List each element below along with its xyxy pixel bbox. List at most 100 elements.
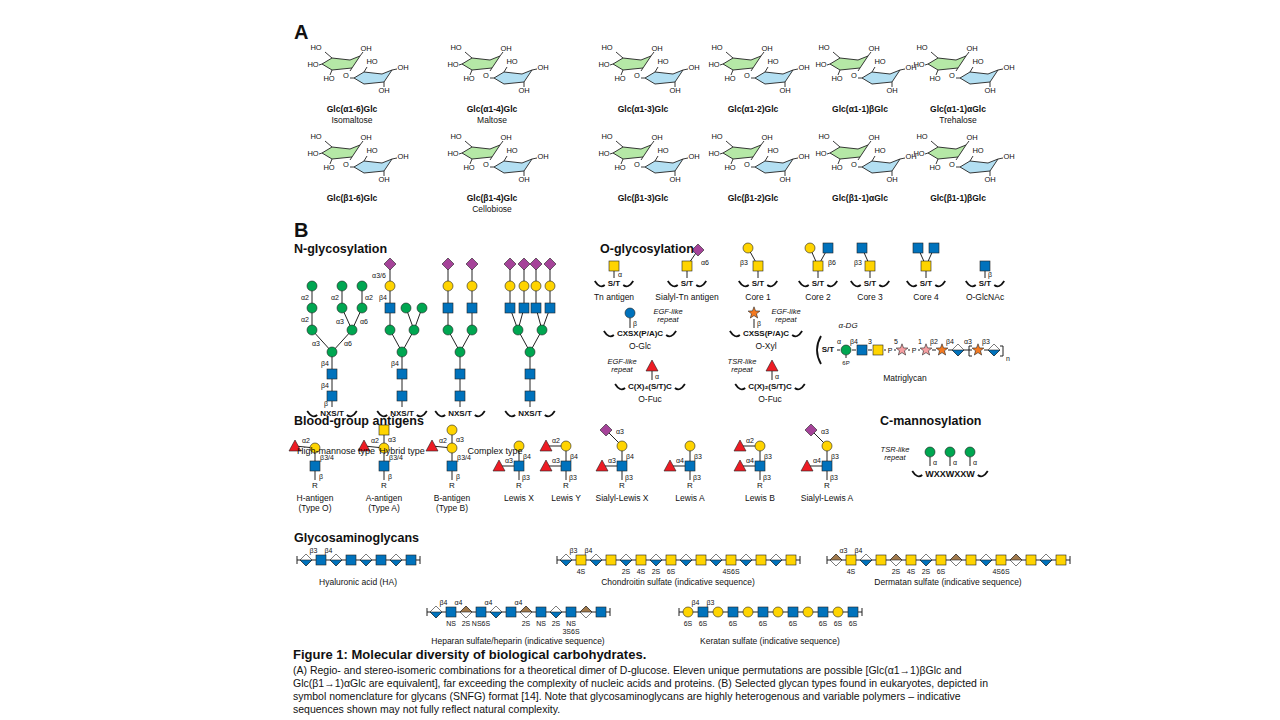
xyl-symbol — [972, 344, 984, 355]
atom-label: OH — [1003, 153, 1014, 161]
idoa-half — [890, 554, 902, 560]
glca-symbol — [710, 554, 722, 566]
linkage-label: α4 — [485, 599, 493, 606]
atom-label: OH — [966, 134, 977, 142]
bond-line — [427, 608, 428, 616]
bond-line — [838, 70, 840, 75]
idoa-symbol — [830, 554, 842, 566]
atom-label: HO — [767, 147, 778, 155]
peptide-backbone — [666, 331, 676, 336]
bond-line — [622, 471, 623, 480]
bond-line — [846, 355, 847, 358]
bond-line — [332, 401, 333, 407]
galnac-symbol — [726, 555, 736, 565]
linkage-label: β4 — [692, 599, 700, 606]
man-symbol — [401, 303, 411, 313]
panel-letter: A — [294, 22, 308, 42]
galnac-symbol — [813, 261, 823, 271]
linkage-label: α3 — [456, 436, 464, 443]
bond-line — [616, 141, 623, 147]
bond-line — [470, 159, 472, 164]
section-heading: Glycosaminoglycans — [294, 532, 419, 545]
glcnac-symbol — [467, 303, 477, 313]
galnac-symbol — [936, 555, 946, 565]
compound-name: Glc(α1-2)Glc — [728, 105, 779, 114]
atom-label: HO — [972, 58, 983, 66]
repeat-label: TSR-like repeat — [874, 446, 916, 462]
glcnac-symbol — [525, 391, 535, 401]
linkage-label: α — [953, 459, 957, 466]
linkage-label: 5 — [894, 338, 898, 345]
bond-line — [470, 70, 472, 75]
gal-symbol — [805, 243, 815, 253]
glucose-ring — [830, 56, 868, 70]
man-symbol — [385, 325, 395, 335]
glcnac-symbol — [698, 607, 708, 617]
bond-line — [892, 171, 893, 176]
man-symbol — [337, 303, 347, 313]
galnac-symbol — [753, 261, 763, 271]
atom-label: OH — [886, 87, 897, 95]
sia-symbol — [530, 258, 542, 270]
glycan-name: Chondroitin sulfate (indicative sequence… — [601, 578, 755, 587]
atom-label: HO — [598, 61, 609, 69]
glycan-type: Complex type — [467, 447, 522, 456]
glucose-ring — [645, 159, 683, 173]
linkage-label: α2 — [302, 437, 310, 444]
glcnac-symbol — [327, 369, 337, 379]
linkage-label: β4 — [440, 599, 448, 606]
linkage-label: α3 — [505, 457, 513, 464]
atom-label: HO — [310, 44, 321, 52]
glcnac-symbol — [913, 243, 923, 253]
bond-line — [892, 82, 893, 87]
bond-line — [884, 350, 886, 351]
man-symbol — [513, 325, 523, 335]
bond-line — [330, 159, 332, 164]
glcnac-symbol — [980, 261, 990, 271]
gal-symbol — [743, 243, 753, 253]
man-symbol — [467, 325, 477, 335]
man-symbol — [417, 303, 427, 313]
man-symbol — [925, 447, 935, 457]
linkage-label: β2 — [930, 338, 938, 345]
linkage-label: R — [687, 482, 693, 490]
fuc-symbol — [493, 460, 505, 471]
fuc-symbol — [426, 440, 438, 451]
bond-line — [731, 159, 733, 164]
atom-label: HO — [506, 147, 517, 155]
sia-symbol — [442, 258, 454, 270]
glca-symbol — [650, 554, 662, 566]
gal-symbol — [743, 607, 753, 617]
linkage-label: 4S — [847, 568, 856, 575]
section-heading: N-glycosylation — [294, 243, 387, 256]
peptide-backbone — [615, 384, 625, 389]
atom-label: OH — [537, 64, 548, 72]
peptide-backbone — [675, 384, 685, 389]
peptide-backbone — [696, 281, 706, 286]
xyl-symbol — [748, 307, 760, 318]
atom-label: OH — [500, 134, 511, 142]
glcnac-symbol — [823, 243, 833, 253]
atom-label: O — [343, 72, 349, 80]
linkage-label: 6S — [834, 620, 843, 627]
linkage-label: α3 — [336, 318, 344, 325]
glcnac-symbol — [446, 607, 456, 617]
fuc-symbol — [734, 460, 746, 471]
glycan-name: Heparan sulfate/heparin (indicative sequ… — [431, 637, 604, 646]
linkage-label: β4 — [321, 382, 329, 389]
galnac-symbol — [906, 555, 916, 565]
atom-label: HO — [366, 147, 377, 155]
atom-label: HO — [767, 58, 778, 66]
glca-symbol — [390, 554, 402, 566]
man-symbol — [455, 347, 465, 357]
glucose-ring — [462, 56, 500, 70]
linkage-label: α2 — [746, 437, 754, 444]
linkage-label: 3S6S — [562, 628, 579, 635]
atom-label: HO — [831, 75, 842, 83]
atom-label: HO — [818, 133, 829, 141]
galnac-symbol — [996, 555, 1006, 565]
glcnac-symbol — [545, 303, 555, 313]
linkage-label: 6S — [729, 620, 738, 627]
linkage-label: α4 — [676, 457, 684, 464]
glycan-name: Core 4 — [913, 293, 939, 302]
